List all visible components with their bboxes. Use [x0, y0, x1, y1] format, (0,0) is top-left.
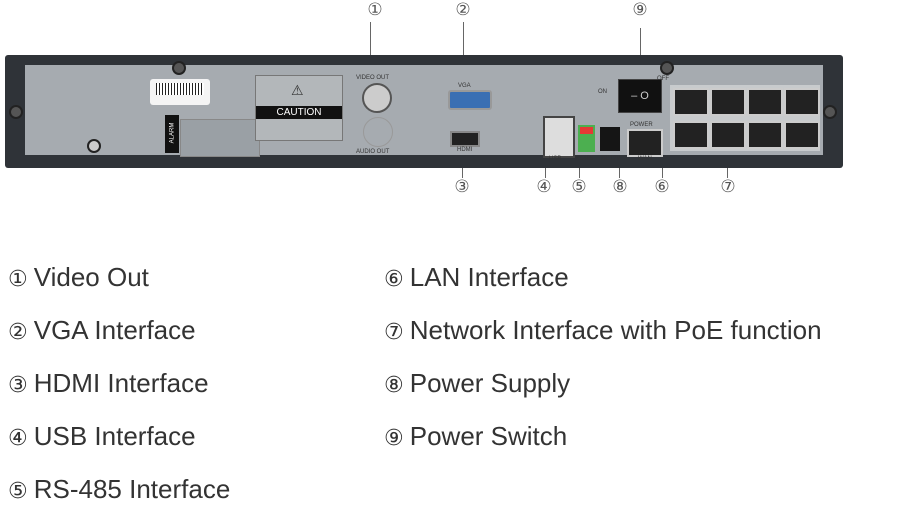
callout-6: ⑥ [654, 177, 670, 197]
rs485-terminal [578, 125, 595, 152]
alarm-terminal [180, 119, 260, 157]
callout-1: ① [367, 0, 383, 20]
poe-port [710, 88, 746, 116]
callout-5: ⑤ [571, 177, 587, 197]
off-label: OFF [657, 76, 669, 82]
rs485-label: RS485 [575, 156, 594, 162]
callout-7: ⑦ [720, 177, 736, 197]
caution-text: CAUTION [256, 106, 342, 119]
panel-face: ALARM CAUTION ⚠ VIDEO OUT AUDIO OUT VGA … [25, 65, 823, 162]
callout-9: ⑨ [632, 0, 648, 20]
leader-line-1 [370, 22, 371, 60]
vga-port [448, 90, 492, 110]
audio-out-label: AUDIO OUT [356, 149, 390, 155]
barcode-sticker [150, 79, 210, 105]
dc-label: DC12V [601, 156, 621, 162]
poe-port [784, 121, 820, 149]
poe-port [747, 121, 783, 149]
bnc-video-out-port [362, 83, 392, 113]
poe-port [710, 121, 746, 149]
callout-2: ② [455, 0, 471, 20]
screw-icon [9, 105, 23, 119]
vga-label: VGA [458, 83, 471, 89]
power-label: POWER [630, 122, 653, 128]
leader-line-9 [640, 28, 641, 68]
leader-line-2 [463, 22, 464, 62]
usb-label: USB [549, 156, 562, 162]
usb-ports [543, 116, 575, 158]
ground-screw-icon [87, 139, 101, 153]
wan-label: WAN [638, 156, 652, 162]
audio-out-port [363, 117, 393, 147]
on-label: ON [598, 89, 607, 95]
poe-port [673, 88, 709, 116]
hdmi-label: HDMI [457, 147, 473, 153]
dc-power-jack [600, 127, 620, 151]
caution-label: CAUTION ⚠ [255, 75, 343, 141]
poe-port [784, 88, 820, 116]
screw-icon [823, 105, 837, 119]
screw-icon [660, 61, 674, 75]
wan-lan-port [627, 129, 663, 157]
callout-3: ③ [454, 177, 470, 197]
hdmi-port [450, 131, 480, 147]
screw-icon [172, 61, 186, 75]
poe-port [747, 88, 783, 116]
alarm-label-block: ALARM [165, 115, 179, 153]
nvr-rear-panel: ALARM CAUTION ⚠ VIDEO OUT AUDIO OUT VGA … [5, 55, 843, 168]
poe-port-block [670, 85, 820, 151]
video-out-label: VIDEO OUT [356, 75, 390, 81]
callout-4: ④ [536, 177, 552, 197]
power-switch[interactable]: – O [618, 79, 662, 113]
callout-8: ⑧ [612, 177, 628, 197]
poe-port [673, 121, 709, 149]
alarm-label: ALARM [169, 122, 176, 144]
